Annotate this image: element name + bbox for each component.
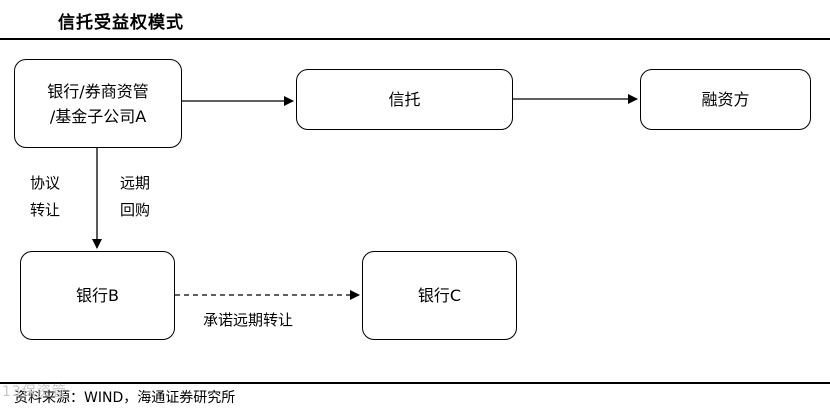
node-financier: 融资方 [640,69,811,130]
top-divider [0,38,830,40]
node-bank-securities-fund-a: 银行/券商资管 /基金子公司A [14,59,182,148]
watermark: 13保资管 [2,384,67,400]
bottom-divider [0,382,830,384]
node-trust: 信托 [296,69,513,130]
source-note: 资料来源：WIND，海通证券研究所 [14,390,236,406]
label-agreement-transfer: 协议 转让 [30,174,61,219]
node-bank-c: 银行C [362,251,517,340]
label-commitment-transfer: 承诺远期转让 [203,311,294,329]
node-bank-b: 银行B [20,251,175,340]
page-title: 信托受益权模式 [58,13,184,33]
label-forward-repurchase: 远期 回购 [120,174,151,219]
